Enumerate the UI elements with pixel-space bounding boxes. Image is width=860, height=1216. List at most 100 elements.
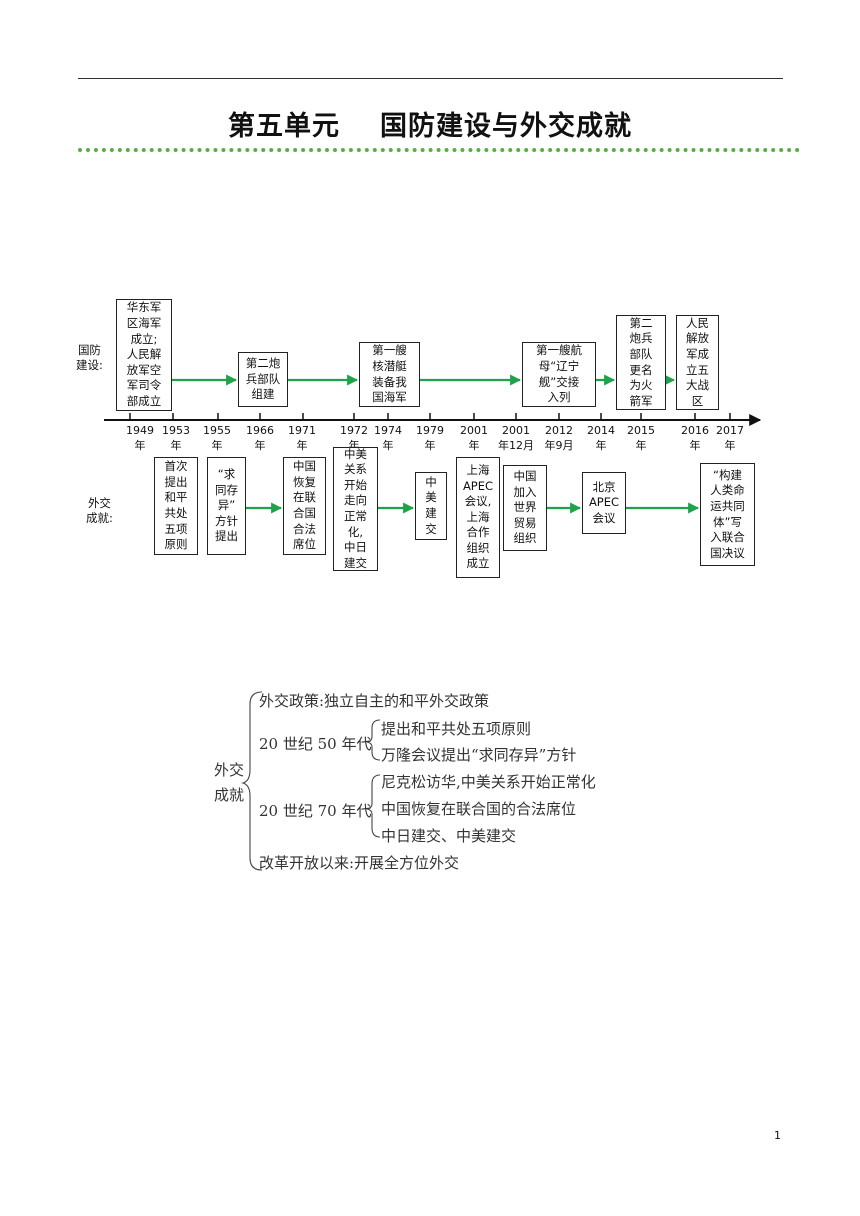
box-line: 北京 xyxy=(592,479,616,494)
box-line: 恢复 xyxy=(293,474,316,489)
defense-event-box: 第一艘航母“辽宁舰”交接入列 xyxy=(522,342,596,407)
box-line: 装备我 xyxy=(372,374,407,389)
defense-event-box: 华东军区海军成立;人民解放军空军司令部成立 xyxy=(116,299,172,411)
box-line: 国决议 xyxy=(710,545,745,560)
box-line: 放军空 xyxy=(126,362,162,377)
defense-event-box: 人民解放军成立五大战区 xyxy=(676,315,719,410)
timeline-diagram xyxy=(104,374,762,514)
box-line: 大战 xyxy=(686,378,709,393)
box-line: 核潜艇 xyxy=(372,358,407,373)
outline-policy: 外交政策:独立自主的和平外交政策 xyxy=(259,692,490,710)
box-line: 立五 xyxy=(686,362,709,377)
box-line: 开始 xyxy=(344,477,367,492)
outline-reform: 改革开放以来:开展全方位外交 xyxy=(259,854,460,872)
box-line: 入列 xyxy=(547,390,571,405)
unit-topic: 国防建设与外交成就 xyxy=(380,111,632,142)
box-line: 第一艘 xyxy=(372,343,407,358)
outline-item: 万隆会议提出“求同存异”方针 xyxy=(381,746,577,764)
box-line: 组织 xyxy=(466,540,490,555)
header-rule xyxy=(78,78,783,79)
box-line: 军司令 xyxy=(126,378,162,393)
box-line: 成立 xyxy=(466,556,490,571)
box-line: 建 xyxy=(425,506,437,520)
box-line: 人类命 xyxy=(710,483,745,498)
box-line: 部队 xyxy=(629,346,653,361)
box-line: 共处 xyxy=(164,506,188,520)
box-line: 合法 xyxy=(293,521,316,536)
box-line: 体”写 xyxy=(713,514,742,529)
box-line: 合国 xyxy=(293,506,316,520)
box-line: 解放 xyxy=(686,331,709,346)
defense-event-box: 第二炮兵部队更名为火箭军 xyxy=(616,315,666,410)
box-line: 更名 xyxy=(629,362,653,377)
box-line: 在联 xyxy=(293,490,316,505)
box-line: 中日 xyxy=(344,540,367,555)
box-line: 国海军 xyxy=(372,390,407,405)
box-line: 同存 xyxy=(215,482,238,497)
box-line: 兵部队 xyxy=(245,371,281,386)
box-line: 入联合 xyxy=(710,530,745,545)
box-line: 正常 xyxy=(344,509,367,523)
diplomacy-event-box: 中美建交 xyxy=(415,472,447,540)
diplomacy-event-box: “构建人类命运共同体”写入联合国决议 xyxy=(700,463,755,566)
box-line: 原则 xyxy=(164,537,188,552)
outline-root-label: 外交成就 xyxy=(214,761,245,804)
box-line: 会议 xyxy=(592,510,616,525)
box-line: 提出 xyxy=(164,474,188,489)
outline-item: 中日建交、中美建交 xyxy=(381,827,517,845)
box-line: 上海 xyxy=(466,462,490,477)
box-line: 提出 xyxy=(215,529,238,544)
diplomacy-row-label: 外交成就: xyxy=(86,496,113,525)
box-line: 舰”交接 xyxy=(538,374,580,389)
box-line: 运共同 xyxy=(710,498,745,513)
box-line: 加入 xyxy=(513,484,537,499)
box-line: 异” xyxy=(217,498,236,513)
box-line: APEC xyxy=(462,478,494,493)
outline-braces xyxy=(241,691,381,871)
box-line: 组织 xyxy=(513,531,537,546)
box-line: 区 xyxy=(691,393,704,408)
box-line: 中国 xyxy=(293,459,316,474)
box-line: “求 xyxy=(217,467,236,482)
outline-era-70s: 20 世纪 70 年代 xyxy=(259,802,372,820)
defense-row-label: 国防建设: xyxy=(76,343,103,372)
box-line: 五项 xyxy=(164,521,188,536)
diplomacy-event-box: 中国加入世界贸易组织 xyxy=(503,465,547,551)
diplomacy-event-box: 中国恢复在联合国合法席位 xyxy=(283,457,326,555)
box-line: 交 xyxy=(425,521,437,536)
box-line: 中美 xyxy=(344,446,367,461)
box-line: 组建 xyxy=(251,387,275,402)
outline-era-50s: 20 世纪 50 年代 xyxy=(259,735,372,753)
box-line: 第二炮 xyxy=(245,356,281,371)
box-line: 上海 xyxy=(466,509,490,524)
axis-ticks xyxy=(129,413,731,420)
box-line: 第二 xyxy=(629,315,653,330)
box-line: 贸易 xyxy=(513,515,537,530)
box-line: 首次 xyxy=(164,459,188,474)
box-line: 中 xyxy=(425,474,437,489)
outline-item: 提出和平共处五项原则 xyxy=(381,720,532,738)
box-line: 人民解 xyxy=(126,347,162,362)
box-line: APEC xyxy=(588,495,620,510)
box-line: 中国 xyxy=(513,469,537,484)
box-line: 箭军 xyxy=(629,393,653,408)
unit-label: 第五单元 xyxy=(228,111,340,142)
box-line: 会议, xyxy=(464,494,492,509)
page-number: 1 xyxy=(774,1129,781,1142)
title-dotted-rule xyxy=(78,148,800,152)
box-line: 合作 xyxy=(466,525,490,540)
box-line: 第一艘航 xyxy=(536,343,582,358)
